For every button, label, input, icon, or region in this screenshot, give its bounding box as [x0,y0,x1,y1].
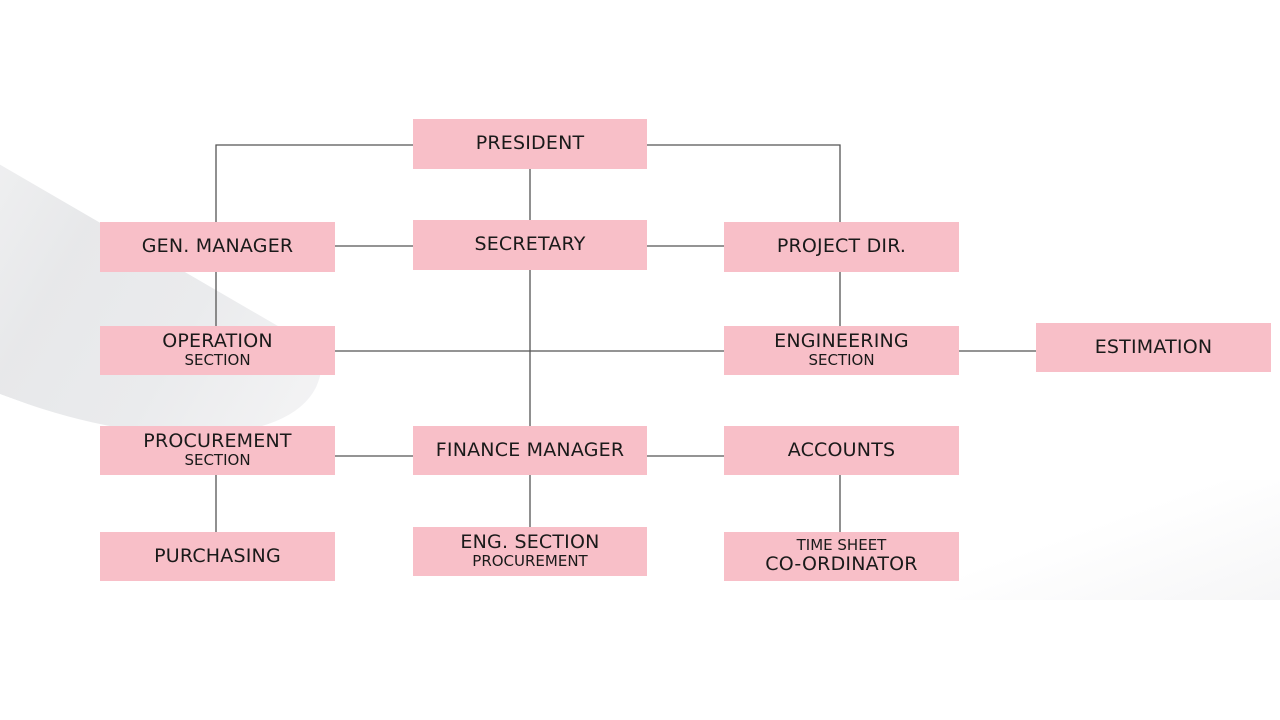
node-sublabel: SECTION [184,351,251,370]
node-purchasing: PURCHASING [100,532,335,581]
node-label: PROCUREMENT [143,430,292,453]
edge-president-gen-manager [215,144,413,222]
node-eng-section-procurement: ENG. SECTION PROCUREMENT [413,527,647,576]
node-sublabel: SECTION [184,451,251,470]
node-label: ENG. SECTION [460,531,600,554]
node-label: PRESIDENT [475,132,585,155]
node-operation-section: OPERATION SECTION [100,326,335,375]
node-finance-manager: FINANCE MANAGER [413,426,647,475]
node-label: ACCOUNTS [787,438,896,461]
node-engineering-section: ENGINEERING SECTION [724,326,959,375]
node-estimation: ESTIMATION [1036,323,1271,372]
node-prelabel: TIME SHEET [796,536,887,555]
node-gen-manager: GEN. MANAGER [100,222,335,272]
node-label: SECRETARY [474,233,586,256]
node-label: PURCHASING [154,544,281,567]
node-president: PRESIDENT [413,119,647,169]
node-sublabel: PROCUREMENT [472,552,588,571]
node-project-dir: PROJECT DIR. [724,222,959,272]
node-time-sheet-coordinator: TIME SHEET CO-ORDINATOR [724,532,959,581]
node-label: GEN. MANAGER [141,235,294,258]
node-secretary: SECRETARY [413,220,647,270]
node-label: CO-ORDINATOR [765,552,918,575]
edge-president-project-dir [647,144,841,222]
background-shadow [950,480,1280,600]
node-label: OPERATION [162,330,273,353]
node-label: FINANCE MANAGER [435,438,625,461]
node-label: PROJECT DIR. [776,235,907,258]
node-procurement-section: PROCUREMENT SECTION [100,426,335,475]
node-label: ENGINEERING [774,330,909,353]
node-label: ESTIMATION [1094,335,1213,358]
node-accounts: ACCOUNTS [724,426,959,475]
node-sublabel: SECTION [808,351,875,370]
